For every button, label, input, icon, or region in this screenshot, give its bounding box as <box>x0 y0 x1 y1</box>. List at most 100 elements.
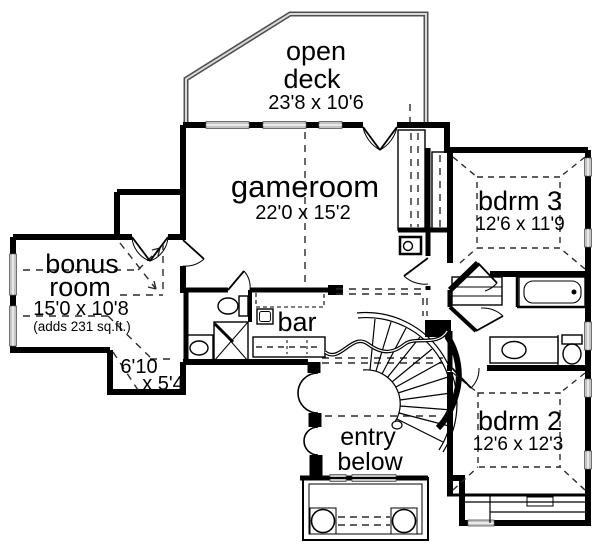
label-bar: bar <box>277 307 316 337</box>
dash-stair-opening <box>336 288 424 295</box>
bathtub-drain <box>571 289 577 295</box>
dash-bonus-2 <box>23 315 151 358</box>
toilet2-icon <box>562 343 582 365</box>
wall-closet-top <box>114 189 186 240</box>
dash-nook <box>112 351 174 391</box>
doors <box>131 126 504 389</box>
dash-attic-arrow <box>119 242 164 296</box>
label-bdrm3-dims: 12'6 x 11'9 <box>475 214 564 235</box>
label-bonus-2: room <box>49 272 111 302</box>
bath2-tub-wall <box>515 277 585 309</box>
label-gameroom-dims: 22'0 x 15'2 <box>255 202 351 224</box>
label-bonus-dims: 15'0 x 10'8 <box>33 298 129 320</box>
chase-fixture <box>402 240 414 252</box>
label-entry-1: entry <box>340 423 396 451</box>
closet2 <box>431 151 449 231</box>
bar-counter-ticks <box>286 340 308 354</box>
stair-newel <box>391 420 403 430</box>
label-bdrm3: bdrm 3 <box>478 186 562 216</box>
porch-railing-dash <box>338 516 390 526</box>
shower-door <box>213 322 235 344</box>
bdrm2-door-leaf <box>451 367 472 389</box>
hall-door-leaf <box>403 257 429 277</box>
wall-entry-arch-posts <box>307 362 323 478</box>
column-icon-left <box>310 508 336 534</box>
media-closet <box>397 129 426 231</box>
shower-icon <box>213 321 249 362</box>
toilet-room-door-leaf <box>227 270 245 291</box>
arch-opening-1 <box>297 372 319 414</box>
bar-counter <box>252 336 326 358</box>
bar-sink-basin <box>259 311 271 322</box>
label-bdrm2: bdrm 2 <box>478 406 562 436</box>
staircase <box>323 311 458 453</box>
deck-door-arcs <box>362 126 398 151</box>
column-pad-left <box>309 507 337 535</box>
wall-stair-block <box>425 320 451 337</box>
fixtures <box>185 129 586 523</box>
bathtub-basin <box>523 280 582 304</box>
stair-inner-arc <box>362 369 401 423</box>
column-pad-right <box>390 507 418 535</box>
stair-half-wall-inner <box>324 330 448 356</box>
label-bonus-1: bonus <box>45 249 119 279</box>
arch-opening-2 <box>303 426 319 456</box>
wall-bath2-chamfer <box>448 305 478 333</box>
porch-outline <box>302 477 429 541</box>
label-gameroom: gameroom <box>231 169 379 204</box>
chase-box <box>398 235 423 256</box>
bar-sink-icon <box>256 308 274 325</box>
column-icon-right <box>391 508 417 534</box>
dash-entry-top <box>322 357 443 364</box>
bonus-door-arc <box>182 258 205 267</box>
bar-upper-cabinet <box>255 291 325 308</box>
dash-hall <box>422 298 428 316</box>
label-deck-1: open <box>286 36 346 66</box>
bonus-door-leaf <box>182 239 205 260</box>
bdrm3-door-arc <box>484 282 498 292</box>
window-seat-box <box>526 496 554 507</box>
window-seat <box>462 495 585 523</box>
bonus-closet-door-leaves <box>131 236 169 262</box>
toilet-tank-icon <box>238 295 249 317</box>
dashed-lines <box>23 104 586 491</box>
stair-rail-arc <box>356 311 458 453</box>
deck-railing-inner <box>185 13 427 125</box>
label-bonus-note: (adds 231 sq.ft.) <box>33 319 131 334</box>
entry-arches <box>297 372 319 456</box>
label-entry-2: below <box>337 448 403 476</box>
porch <box>302 477 429 541</box>
bath-door-leaf <box>475 315 504 332</box>
dash-media-closet <box>410 133 419 227</box>
stair-outer-arc <box>357 316 454 451</box>
dash-tray-bdrm3-corners <box>452 156 586 270</box>
dash-tray-bdrm3 <box>476 176 561 249</box>
label-nook-dims-1: 6'10 <box>120 356 157 378</box>
toilet-icon <box>217 297 239 315</box>
label-bdrm2-dims: 12'6 x 12'3 <box>473 434 564 455</box>
label-deck-dims: 23'8 x 10'6 <box>268 92 364 114</box>
bdrm3-door-leaf <box>477 262 498 284</box>
bonus-closet-door-arcs <box>131 236 169 262</box>
bdrm2-door-arc <box>470 367 480 389</box>
sink2-icon <box>501 340 527 360</box>
wall-bonus-nook <box>13 347 308 395</box>
label-nook-dims-2: x 5'4 <box>142 373 184 395</box>
deck-railing <box>183 11 429 125</box>
sink-icon <box>189 340 209 356</box>
dash-arrowheads <box>147 247 161 290</box>
deck-door-leaves <box>362 126 398 151</box>
porch-inner <box>308 483 423 535</box>
label-deck-2: deck <box>283 64 341 94</box>
wall-bar-post <box>328 285 343 295</box>
vanity2 <box>489 336 559 364</box>
vanity1 <box>185 334 214 362</box>
bath-door-arc <box>480 307 504 317</box>
linen-closet <box>451 276 503 306</box>
room-labels: open deck 23'8 x 10'6 gameroom 22'0 x 15… <box>33 36 564 476</box>
toilet-room-door-arc <box>243 270 251 291</box>
linen-shelves <box>452 286 502 297</box>
hall-door-arc <box>403 275 429 285</box>
